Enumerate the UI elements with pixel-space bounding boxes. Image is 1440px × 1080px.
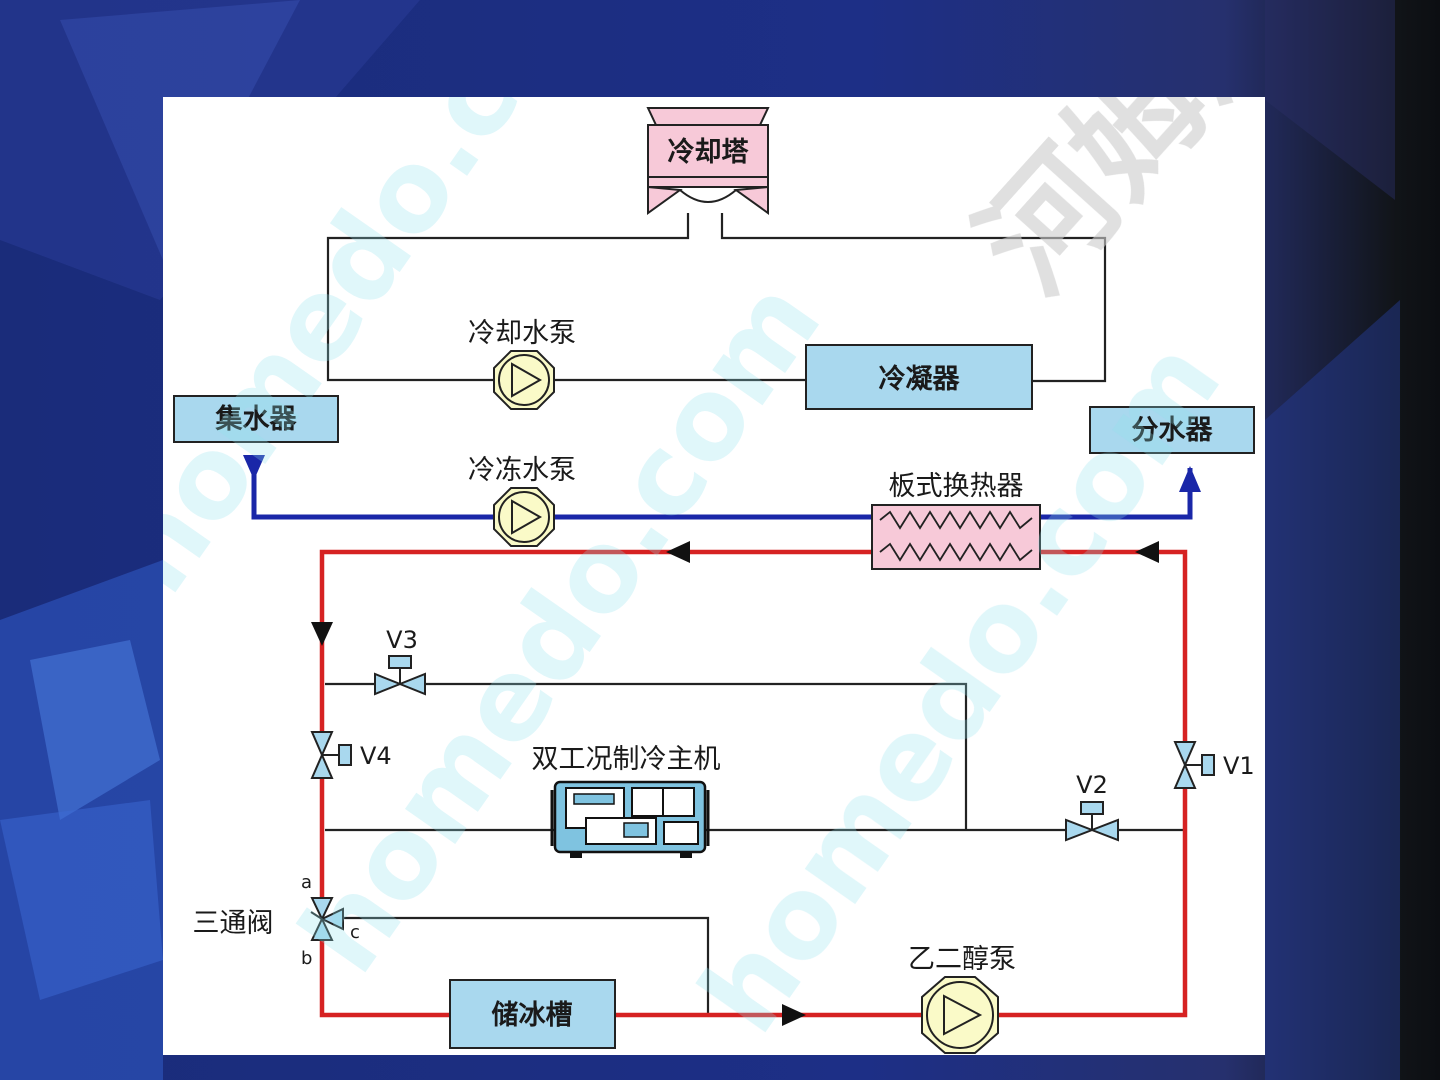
cooling-water-pump: 冷却水泵	[468, 318, 576, 410]
port-b-label: b	[301, 948, 312, 969]
dual-mode-chiller: 双工况制冷主机	[532, 744, 721, 858]
glycol-pump: 乙二醇泵	[908, 944, 1016, 1054]
plate-heat-exchanger-label: 板式换热器	[889, 471, 1024, 502]
glycol-pump-label: 乙二醇泵	[908, 944, 1016, 975]
cooling-tower-label: 冷却塔	[668, 137, 750, 168]
arrow-down-icon	[243, 455, 265, 480]
dual-mode-chiller-label: 双工况制冷主机	[532, 744, 721, 775]
water-collector-label: 集水器	[215, 403, 298, 435]
three-way-valve-label: 三通阀	[193, 908, 274, 939]
ice-storage-tank-label: 储冰槽	[492, 1000, 573, 1031]
cooling-water-pump-label: 冷却水泵	[468, 318, 576, 349]
port-a-label: a	[301, 872, 312, 893]
water-distributor: 分水器	[1089, 406, 1255, 454]
arrow-right-icon	[782, 1004, 806, 1026]
cooling-water-pipes	[325, 213, 1185, 1015]
arrow-down-icon	[311, 622, 333, 646]
ice-storage-tank: 储冰槽	[449, 979, 616, 1049]
arrow-up-icon	[1179, 466, 1201, 492]
valve-v3-label: V3	[386, 626, 418, 654]
arrow-left-icon	[666, 541, 690, 563]
valve-v2: V2	[1065, 771, 1119, 842]
condenser-label: 冷凝器	[879, 364, 961, 395]
ice-storage-system-diagram: 冷却塔 冷却水泵 冷凝器 集水器 分水器 冷冻水泵 板式换热器	[163, 97, 1265, 1055]
valve-v4: V4	[310, 731, 392, 779]
valve-v2-label: V2	[1076, 771, 1108, 799]
valve-v4-label: V4	[360, 742, 392, 770]
watermark-text: 河姆渡	[950, 97, 1265, 321]
condenser: 冷凝器	[805, 344, 1033, 410]
water-distributor-label: 分水器	[1132, 415, 1214, 446]
chilled-water-pump: 冷冻水泵	[468, 455, 576, 547]
valve-v3: V3	[374, 626, 426, 696]
port-c-label: c	[350, 922, 360, 943]
diagram-panel	[163, 97, 1265, 1055]
three-way-valve: 三通阀 a b c	[193, 872, 360, 969]
valve-v1-label: V1	[1223, 752, 1255, 780]
chilled-water-pump-label: 冷冻水泵	[468, 455, 576, 486]
cooling-tower: 冷却塔	[646, 107, 770, 215]
valve-v1: V1	[1173, 741, 1255, 789]
plate-heat-exchanger: 板式换热器	[871, 471, 1041, 570]
arrow-left-icon	[1135, 541, 1159, 563]
water-collector: 集水器	[173, 395, 339, 443]
